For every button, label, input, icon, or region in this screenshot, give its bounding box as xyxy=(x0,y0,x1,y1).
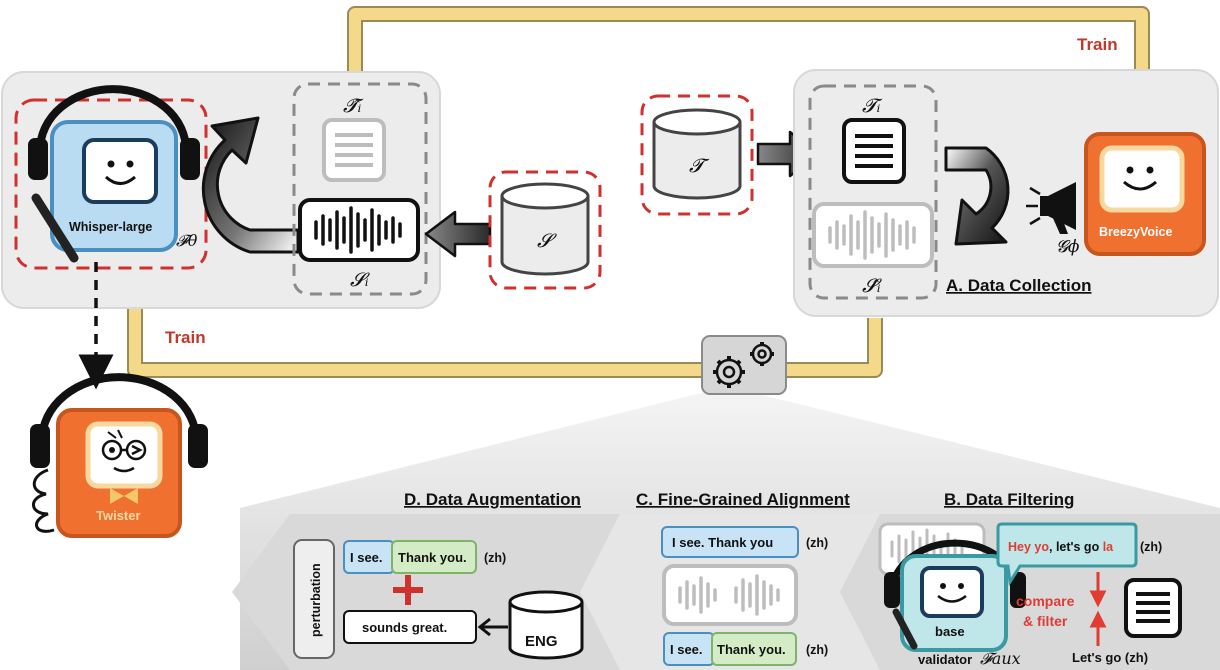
data-collection-title: A. Data Collection xyxy=(946,276,1091,295)
filter-zh-tag: (zh) xyxy=(1140,540,1162,554)
and-filter-label: & filter xyxy=(1023,613,1068,629)
compare-label: compare xyxy=(1016,593,1075,609)
align-waveform-icon xyxy=(662,564,798,626)
fine-grained-alignment-title: C. Fine-Grained Alignment xyxy=(636,490,850,509)
headphones-icon xyxy=(28,85,200,180)
breezy-face-screen xyxy=(1099,145,1185,213)
twister-headphones-icon xyxy=(30,373,208,468)
text-doc-faded-icon xyxy=(322,118,386,182)
validator-pen-icon xyxy=(892,608,918,650)
aug-eng-box xyxy=(343,610,477,644)
data-filtering-title: B. Data Filtering xyxy=(944,490,1074,509)
data-augmentation-title: D. Data Augmentation xyxy=(404,490,581,509)
filter-hey-span: Hey yo xyxy=(1008,540,1049,554)
twister-face-screen xyxy=(85,421,163,489)
align-bot-zh: (zh) xyxy=(806,643,828,657)
t-database-icon xyxy=(652,108,742,200)
whisper-face-screen xyxy=(82,138,158,204)
bowtie-icon xyxy=(110,488,138,504)
train-top-label: Train xyxy=(1077,35,1118,54)
plus-icon xyxy=(393,575,423,605)
lets-go-label: Let's go (zh) xyxy=(1072,650,1148,665)
align-top-box xyxy=(661,526,799,558)
s-db-red-frame xyxy=(488,170,602,290)
text-doc-icon xyxy=(842,118,906,184)
t-hat-i-label: 𝓣̂ᵢ xyxy=(343,95,364,117)
align-bot-seg1-text: I see. xyxy=(670,642,703,657)
megaphone-icon xyxy=(1026,182,1076,234)
aug-seg1-text: I see. xyxy=(350,550,383,565)
f-aux-symbol: 𝓕aux xyxy=(980,649,1021,668)
coil-cord-icon xyxy=(32,468,55,533)
gear-box xyxy=(701,335,787,395)
waveform-icon-si xyxy=(298,198,420,262)
whisper-label: Whisper-large xyxy=(69,220,152,234)
speech-bubble xyxy=(996,522,1138,587)
pair-box-left xyxy=(292,82,428,296)
t-db-red-frame xyxy=(640,94,754,216)
train-left-label: Train xyxy=(165,328,206,347)
pair-box-right xyxy=(808,84,938,300)
align-bot-seg2-text: Thank you. xyxy=(717,642,786,657)
aug-eng-text: sounds great. xyxy=(362,620,447,635)
pen-icon xyxy=(31,193,80,266)
filter-la-span: la xyxy=(1103,540,1114,554)
t-i-label: 𝓣ᵢ xyxy=(862,95,883,117)
filter-mid-span: , let's go xyxy=(1049,540,1103,554)
breezy-label: BreezyVoice xyxy=(1099,225,1172,239)
aug-zh-tag: (zh) xyxy=(484,551,506,565)
align-top-text: I see. Thank you xyxy=(672,535,773,550)
compare-arrows xyxy=(1089,572,1107,646)
glasses-face-icon xyxy=(101,429,147,473)
g-phi-symbol: 𝓖ϕ xyxy=(1056,237,1080,257)
gears-icon xyxy=(713,342,774,388)
arrow-eng-to-text xyxy=(477,617,508,637)
twister-label: Twister xyxy=(96,508,141,523)
filter-hyp-text: Hey yo, let's go la xyxy=(1008,540,1114,554)
align-bot-seg2-box xyxy=(711,632,797,666)
s-i-label: 𝓢ᵢ xyxy=(350,269,370,291)
perturbation-label: perturbation xyxy=(309,563,323,637)
curved-arrow-left xyxy=(201,116,300,254)
whisper-red-frame xyxy=(14,98,208,270)
validator-face-screen xyxy=(920,566,984,618)
validator-label: validator xyxy=(918,652,972,667)
perturbation-bar xyxy=(293,539,335,659)
aug-seg2-box xyxy=(391,540,477,574)
validator-base-label: base xyxy=(935,624,965,639)
reference-doc-icon xyxy=(1124,578,1182,638)
curved-arrow-right xyxy=(944,146,1010,246)
f-theta-symbol: 𝓕θ xyxy=(176,231,198,250)
s-database-icon xyxy=(500,182,590,276)
waveform-faded-icon xyxy=(812,202,934,268)
eng-db-label: ENG xyxy=(525,633,558,650)
arrow-s-to-si xyxy=(424,210,492,258)
s-hat-i-label: 𝓢̂ᵢ xyxy=(862,275,882,297)
aug-seg2-text: Thank you. xyxy=(398,550,467,565)
align-top-zh: (zh) xyxy=(806,536,828,550)
eng-database-icon xyxy=(508,590,584,660)
